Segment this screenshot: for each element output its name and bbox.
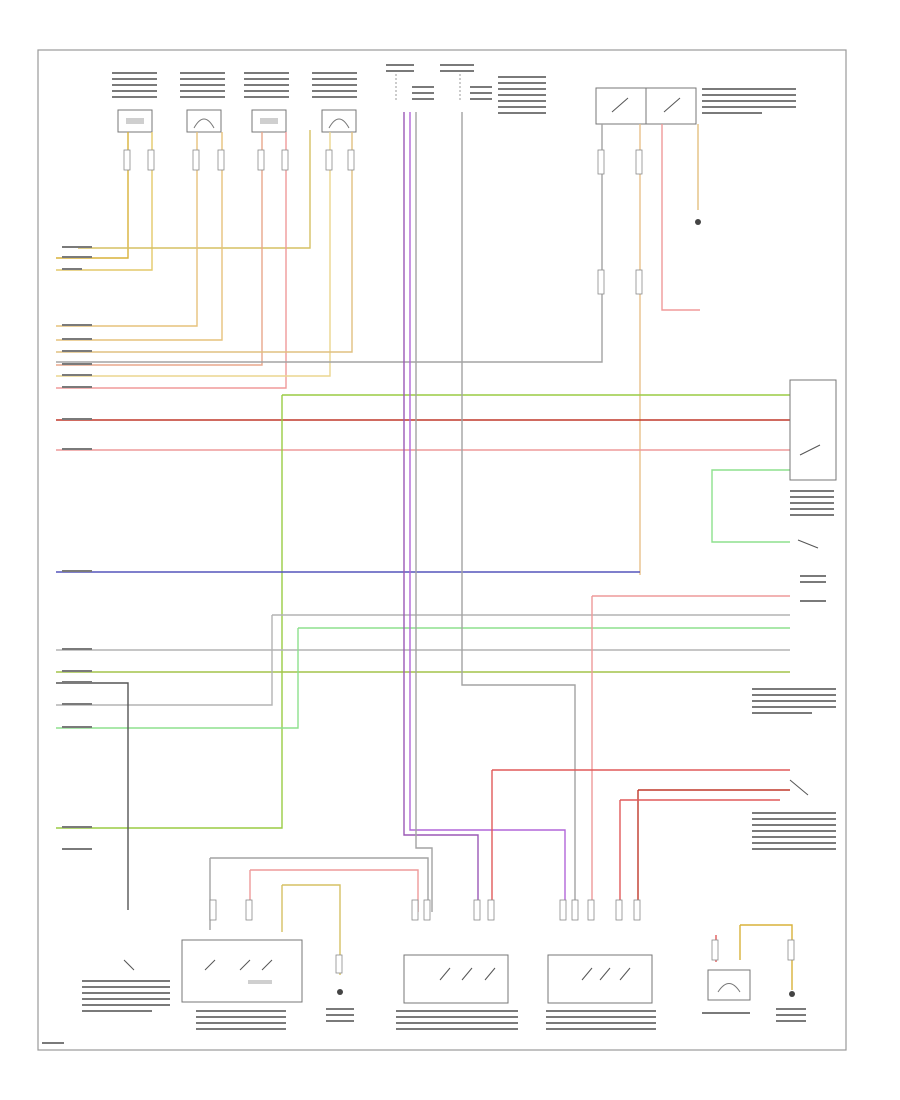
ground-icon xyxy=(337,989,343,995)
connector-pins xyxy=(123,149,795,974)
connector-right xyxy=(752,688,836,714)
diagram-frame xyxy=(37,49,847,1051)
sensor-2 xyxy=(180,72,225,133)
ground-icon xyxy=(789,991,795,997)
relay-top-right xyxy=(595,87,796,125)
switch-right-2 xyxy=(797,539,826,602)
relay-module-right xyxy=(546,954,656,1030)
module-right-lower xyxy=(752,779,836,850)
ground-2 xyxy=(776,991,806,1022)
fan-motor xyxy=(702,969,751,1014)
relay-module-center xyxy=(396,954,518,1030)
wire-tags-left xyxy=(62,246,92,850)
sensor-3 xyxy=(244,72,289,133)
ground-1 xyxy=(326,989,354,1022)
sensor-4 xyxy=(312,72,357,133)
bottom-module-left xyxy=(82,959,170,1012)
switch-right-1 xyxy=(789,379,837,516)
control-unit-left xyxy=(181,939,303,1030)
page-number-mark xyxy=(42,1042,64,1044)
ground-icon xyxy=(695,219,701,225)
fuse-block-top xyxy=(386,64,546,114)
sensor-1 xyxy=(112,72,157,133)
